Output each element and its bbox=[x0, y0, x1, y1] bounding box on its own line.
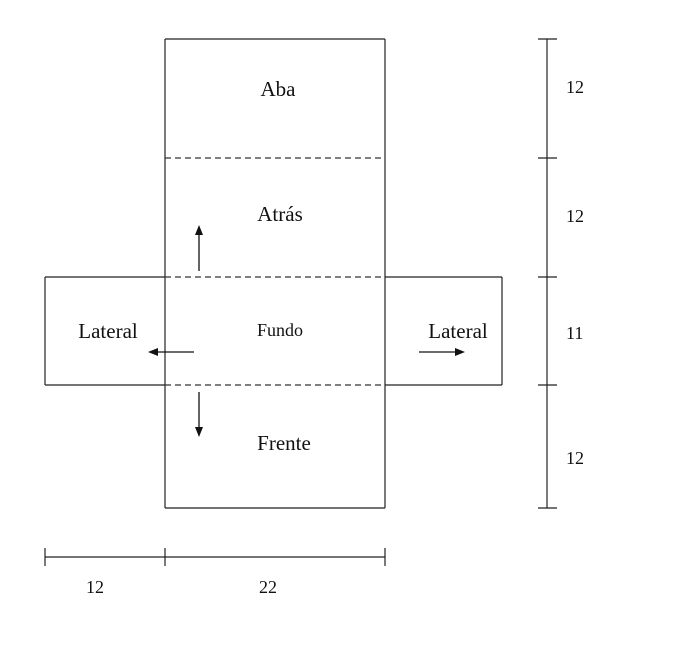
dimension-label-atras: 12 bbox=[566, 206, 584, 226]
dimension-label-frente: 12 bbox=[566, 448, 584, 468]
panel-label-lateral-left: Lateral bbox=[78, 319, 138, 343]
dimension-label-aba: 12 bbox=[566, 77, 584, 97]
arrow-left-icon bbox=[148, 348, 194, 356]
panel-label-frente: Frente bbox=[257, 431, 311, 455]
panel-label-lateral-right: Lateral bbox=[428, 319, 488, 343]
panel-label-aba: Aba bbox=[261, 77, 297, 101]
lateral-right-panel bbox=[385, 276, 503, 386]
central-column bbox=[164, 38, 386, 509]
arrow-down-icon bbox=[195, 392, 203, 437]
dimension-label-lateral-width: 12 bbox=[86, 577, 104, 597]
lateral-left-panel bbox=[44, 276, 165, 386]
dimension-label-fundo: 11 bbox=[566, 323, 583, 343]
fold-lines bbox=[165, 157, 385, 386]
vertical-dimension-line bbox=[538, 38, 557, 509]
dimension-label-body-width: 22 bbox=[259, 577, 277, 597]
arrow-up-icon bbox=[195, 225, 203, 271]
arrow-right-icon bbox=[419, 348, 465, 356]
panel-label-fundo: Fundo bbox=[257, 320, 303, 340]
horizontal-dimension-line bbox=[44, 548, 386, 566]
panel-label-atras: Atrás bbox=[257, 202, 303, 226]
